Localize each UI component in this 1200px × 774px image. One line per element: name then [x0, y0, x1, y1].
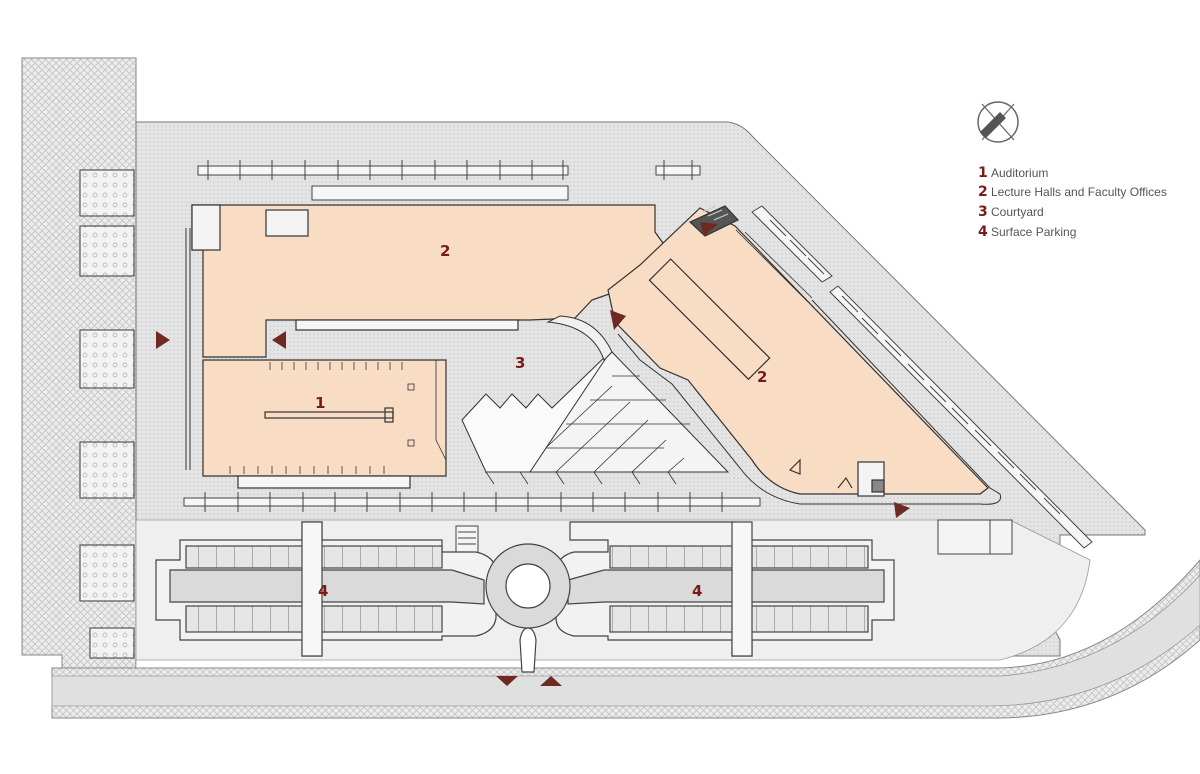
entrance-arrow-icon [496, 676, 518, 686]
legend-label-2: Lecture Halls and Faculty Offices [991, 185, 1167, 199]
zone-labels: 2 1 3 2 4 4 [315, 242, 767, 600]
zone-label-lecture-east: 2 [757, 368, 767, 386]
zone-label-lecture-west: 2 [440, 242, 450, 260]
entrance-arrow-icon [894, 502, 910, 518]
north-arrow-icon [977, 101, 1019, 143]
entrance-arrow-icon [156, 331, 170, 349]
legend: 1 Auditorium 2 Lecture Halls and Faculty… [978, 165, 1167, 240]
legend-num-3: 3 [978, 204, 988, 220]
legend-num-2: 2 [978, 184, 988, 200]
legend-label-4: Surface Parking [991, 225, 1076, 239]
glass-pyramid [461, 351, 730, 485]
roundabout [485, 543, 571, 673]
entrance-arrow-icon [700, 222, 718, 236]
north-canopy [197, 160, 701, 201]
entrance-arrow-icon [272, 331, 286, 349]
parking-east [555, 521, 895, 657]
zone-label-parking-west: 4 [318, 582, 328, 600]
entrance-arrow-icon [540, 676, 562, 686]
south-canopy [183, 492, 761, 512]
northeast-canopy [751, 205, 1093, 549]
legend-label-3: Courtyard [991, 205, 1044, 219]
south-road-inner [51, 574, 1200, 707]
east-building [607, 205, 1002, 505]
legend-num-1: 1 [978, 165, 988, 181]
parking-kiosk [455, 519, 1013, 555]
zone-label-courtyard: 3 [515, 354, 525, 372]
courtyard-stair [546, 315, 613, 361]
west-building [185, 204, 669, 489]
tree-planters [79, 169, 135, 659]
legend-label-1: Auditorium [991, 166, 1048, 180]
legend-num-4: 4 [978, 224, 988, 240]
zone-label-auditorium: 1 [315, 394, 325, 412]
parking-west [155, 521, 497, 657]
entrance-arrows [156, 222, 910, 686]
zone-label-parking-east: 4 [692, 582, 702, 600]
entrance-arrow-icon [610, 310, 626, 330]
